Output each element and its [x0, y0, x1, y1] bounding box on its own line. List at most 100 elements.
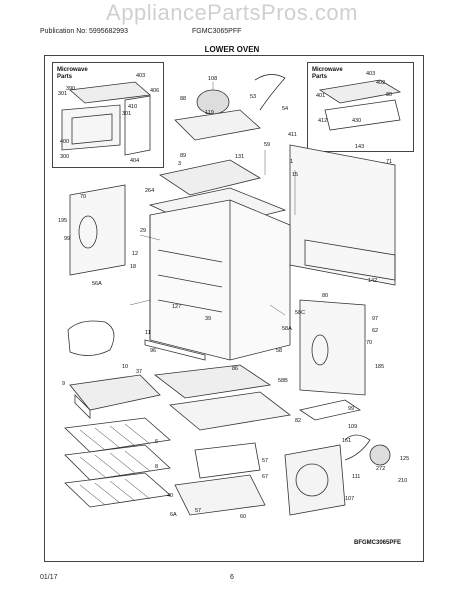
- callout-label: 301: [122, 111, 131, 117]
- callout-label: 109: [348, 424, 357, 430]
- oven-rack-middle: [64, 444, 171, 481]
- callout-label: 86: [232, 366, 238, 372]
- callout-label: 8: [155, 464, 158, 470]
- callout-label: 390: [66, 86, 75, 92]
- microwave-rail-part: [324, 99, 401, 131]
- footer-page-number: 6: [230, 574, 234, 581]
- callout-label: 6: [155, 439, 158, 445]
- callout-label: 161: [342, 438, 351, 444]
- callout-label: 56A: [92, 281, 102, 287]
- callout-label: 96: [150, 348, 156, 354]
- wire-harness-part: [254, 74, 286, 111]
- oven-floor-part: [169, 391, 291, 431]
- front-trim-part: [144, 339, 206, 361]
- callout-label: 1: [290, 159, 293, 165]
- callout-label: 301: [58, 91, 67, 97]
- callout-label: 59: [264, 142, 270, 148]
- callout-label: 9: [62, 381, 65, 387]
- callout-label: 60: [240, 514, 246, 520]
- callout-label: 401: [316, 93, 325, 99]
- callout-label: 58B: [278, 378, 288, 384]
- microwave-vent-part: [318, 79, 402, 104]
- broiler-pan-part: [69, 374, 161, 411]
- callout-label: 70: [80, 194, 86, 200]
- callout-label: 89: [180, 153, 186, 159]
- oven-rack-lower: [64, 472, 171, 508]
- callout-label: 143: [355, 144, 364, 150]
- callout-label: 40: [167, 493, 173, 499]
- callout-label: 29: [140, 228, 146, 234]
- right-panel-opening-part: [311, 334, 329, 366]
- callout-label: 99: [64, 236, 70, 242]
- diagram-frame: [44, 55, 424, 562]
- microwave-side-part: [124, 95, 151, 156]
- callout-label: 54: [282, 106, 288, 112]
- convection-motor-part: [369, 444, 391, 466]
- callout-label: 12: [132, 251, 138, 257]
- right-side-panel-part: [289, 144, 396, 286]
- callout-label: 53: [250, 94, 256, 100]
- callout-label: 131: [235, 154, 244, 160]
- oven-cavity-part: [149, 199, 291, 361]
- callout-label: 58C: [295, 310, 305, 316]
- callout-label: 3: [178, 161, 181, 167]
- callout-label: 119: [205, 110, 214, 116]
- oven-rack-upper: [64, 417, 171, 453]
- footer-date: 01/17: [40, 574, 58, 581]
- convection-cover-part: [284, 444, 346, 516]
- callout-label: 411: [288, 132, 297, 138]
- callout-label: 430: [352, 118, 361, 124]
- callout-label: 15: [292, 172, 298, 178]
- callout-label: 403: [136, 73, 145, 79]
- diagram-code: BFGMC3065PFE: [354, 540, 402, 546]
- callout-label: 107: [345, 496, 354, 502]
- callout-label: 10: [122, 364, 128, 370]
- inset-label-left: Microwave Parts: [57, 67, 88, 80]
- side-trim-part: [298, 399, 362, 421]
- section-title: LOWER OVEN: [204, 45, 260, 54]
- callout-label: 70: [366, 340, 372, 346]
- fan-shroud-part: [174, 109, 261, 141]
- callout-label: 210: [398, 478, 407, 484]
- callout-label: 71: [386, 159, 392, 165]
- callout-label: 80: [322, 293, 328, 299]
- callout-label: 58A: [282, 326, 292, 332]
- callout-label: 62: [372, 328, 378, 334]
- callout-label: 403: [366, 71, 375, 77]
- site-watermark: AppliancePartsPros.com: [106, 0, 358, 25]
- callout-label: 58: [276, 348, 282, 354]
- model-number: FGMC3065PFF: [192, 28, 242, 35]
- callout-label: 6A: [170, 512, 177, 518]
- inset-label-right: Microwave Parts: [312, 67, 343, 80]
- left-side-panel-part: [69, 184, 126, 276]
- top-insulation-part: [158, 159, 262, 196]
- callout-label: 402: [376, 80, 385, 86]
- part-callouts: 403 390 406 301 410 301 400 404 300 108 …: [58, 71, 409, 520]
- callout-label: 125: [400, 456, 409, 462]
- bottom-cover-part: [174, 474, 266, 516]
- callout-label: 412: [318, 118, 327, 124]
- callout-label: 18: [130, 264, 136, 270]
- convection-element-part: [344, 434, 371, 461]
- cavity-rack-guides: [157, 249, 223, 313]
- callout-label: 39: [205, 316, 211, 322]
- callout-label: 57: [262, 458, 268, 464]
- convection-fan-part: [295, 463, 329, 497]
- microwave-parts-inset-right: Microwave Parts: [307, 62, 414, 152]
- callout-label: 11: [145, 330, 151, 336]
- callout-label: 272: [376, 466, 385, 472]
- callout-label: 142: [368, 278, 377, 284]
- callout-label: 400: [60, 139, 69, 145]
- callout-label: 300: [60, 154, 69, 160]
- callout-label: 67: [262, 474, 268, 480]
- callout-label: 99: [348, 406, 354, 412]
- callout-label: 80: [386, 92, 392, 98]
- bake-element-part: [194, 442, 261, 479]
- microwave-window-part: [71, 113, 113, 145]
- callout-label: 185: [375, 364, 384, 370]
- callout-label: 57: [195, 508, 201, 514]
- callout-label: 108: [208, 76, 217, 82]
- callout-label: 406: [150, 88, 159, 94]
- callout-label: 82: [295, 418, 301, 424]
